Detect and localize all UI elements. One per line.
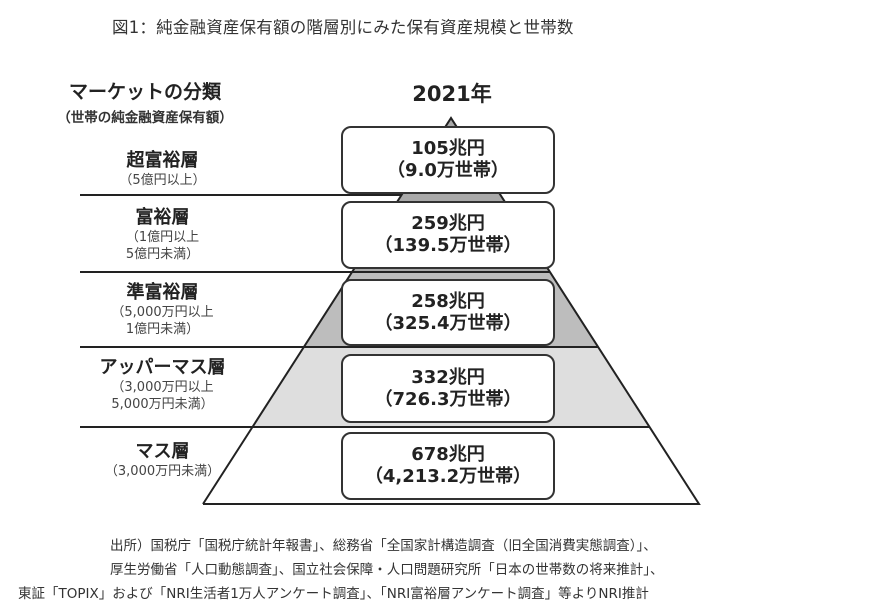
category-title: マーケットの分類 bbox=[68, 81, 221, 103]
value-box-wealthy: 259兆円 （139.5万世帯） bbox=[341, 201, 555, 269]
tier-range: （5億円以上） bbox=[119, 173, 206, 188]
figure-title: 図1：純金融資産保有額の階層別にみた保有資産規模と世帯数 bbox=[112, 18, 574, 37]
household-count: （325.4万世帯） bbox=[374, 312, 522, 334]
tier-label-semi-wealthy: 準富裕層 （5,000万円以上 1億円未満） bbox=[80, 278, 245, 338]
asset-amount: 258兆円 bbox=[411, 290, 485, 312]
tier-name: 準富裕層 bbox=[126, 282, 199, 303]
tier-range: （5,000万円以上 bbox=[111, 305, 214, 320]
tier-range: （3,000万円未満） bbox=[104, 464, 221, 479]
tier-label-wealthy: 富裕層 （1億円以上 5億円未満） bbox=[80, 203, 245, 263]
tier-name: マス層 bbox=[135, 441, 190, 462]
value-box-ultra-wealthy: 105兆円 （9.0万世帯） bbox=[341, 126, 555, 194]
household-count: （9.0万世帯） bbox=[387, 160, 509, 181]
tier-range: （3,000万円以上 bbox=[111, 380, 214, 395]
tier-label-ultra-wealthy: 超富裕層 （5億円以上） bbox=[80, 146, 245, 189]
tier-label-upper-mass: アッパーマス層 （3,000万円以上 5,000万円未満） bbox=[80, 353, 245, 413]
household-count: （726.3万世帯） bbox=[374, 388, 522, 410]
tier-range: 5億円未満） bbox=[125, 247, 200, 262]
tier-name: アッパーマス層 bbox=[99, 357, 226, 378]
category-subtitle: （世帯の純金融資産保有額） bbox=[57, 110, 233, 126]
asset-amount: 332兆円 bbox=[411, 366, 485, 388]
source-line-3: 東証「TOPIX」および「NRI生活者1万人アンケート調査」、「NRI富裕層アン… bbox=[18, 586, 649, 602]
source-line-2: 厚生労働省「人口動態調査」、国立社会保障・人口問題研究所「日本の世帯数の将来推計… bbox=[110, 562, 664, 578]
value-box-mass: 678兆円 （4,213.2万世帯） bbox=[341, 432, 555, 500]
tier-name: 超富裕層 bbox=[126, 150, 199, 171]
tier-name: 富裕層 bbox=[135, 207, 190, 228]
year-label: 2021年 bbox=[412, 82, 492, 106]
tier-range: 5,000万円未満） bbox=[111, 397, 214, 412]
asset-amount: 678兆円 bbox=[411, 444, 485, 465]
asset-amount: 105兆円 bbox=[411, 138, 485, 159]
value-box-upper-mass: 332兆円 （726.3万世帯） bbox=[341, 354, 555, 423]
tier-range: （1億円以上 bbox=[125, 230, 200, 245]
household-count: （4,213.2万世帯） bbox=[364, 466, 532, 487]
asset-amount: 259兆円 bbox=[411, 213, 485, 234]
value-box-semi-wealthy: 258兆円 （325.4万世帯） bbox=[341, 279, 555, 346]
tier-range: 1億円未満） bbox=[125, 322, 200, 337]
pyramid-outline bbox=[202, 116, 701, 505]
source-line-1: 出所）国税庁「国税庁統計年報書」、総務省「全国家計構造調査（旧全国消費実態調査）… bbox=[110, 538, 657, 554]
tier-label-mass: マス層 （3,000万円未満） bbox=[80, 437, 245, 480]
household-count: （139.5万世帯） bbox=[374, 235, 522, 256]
